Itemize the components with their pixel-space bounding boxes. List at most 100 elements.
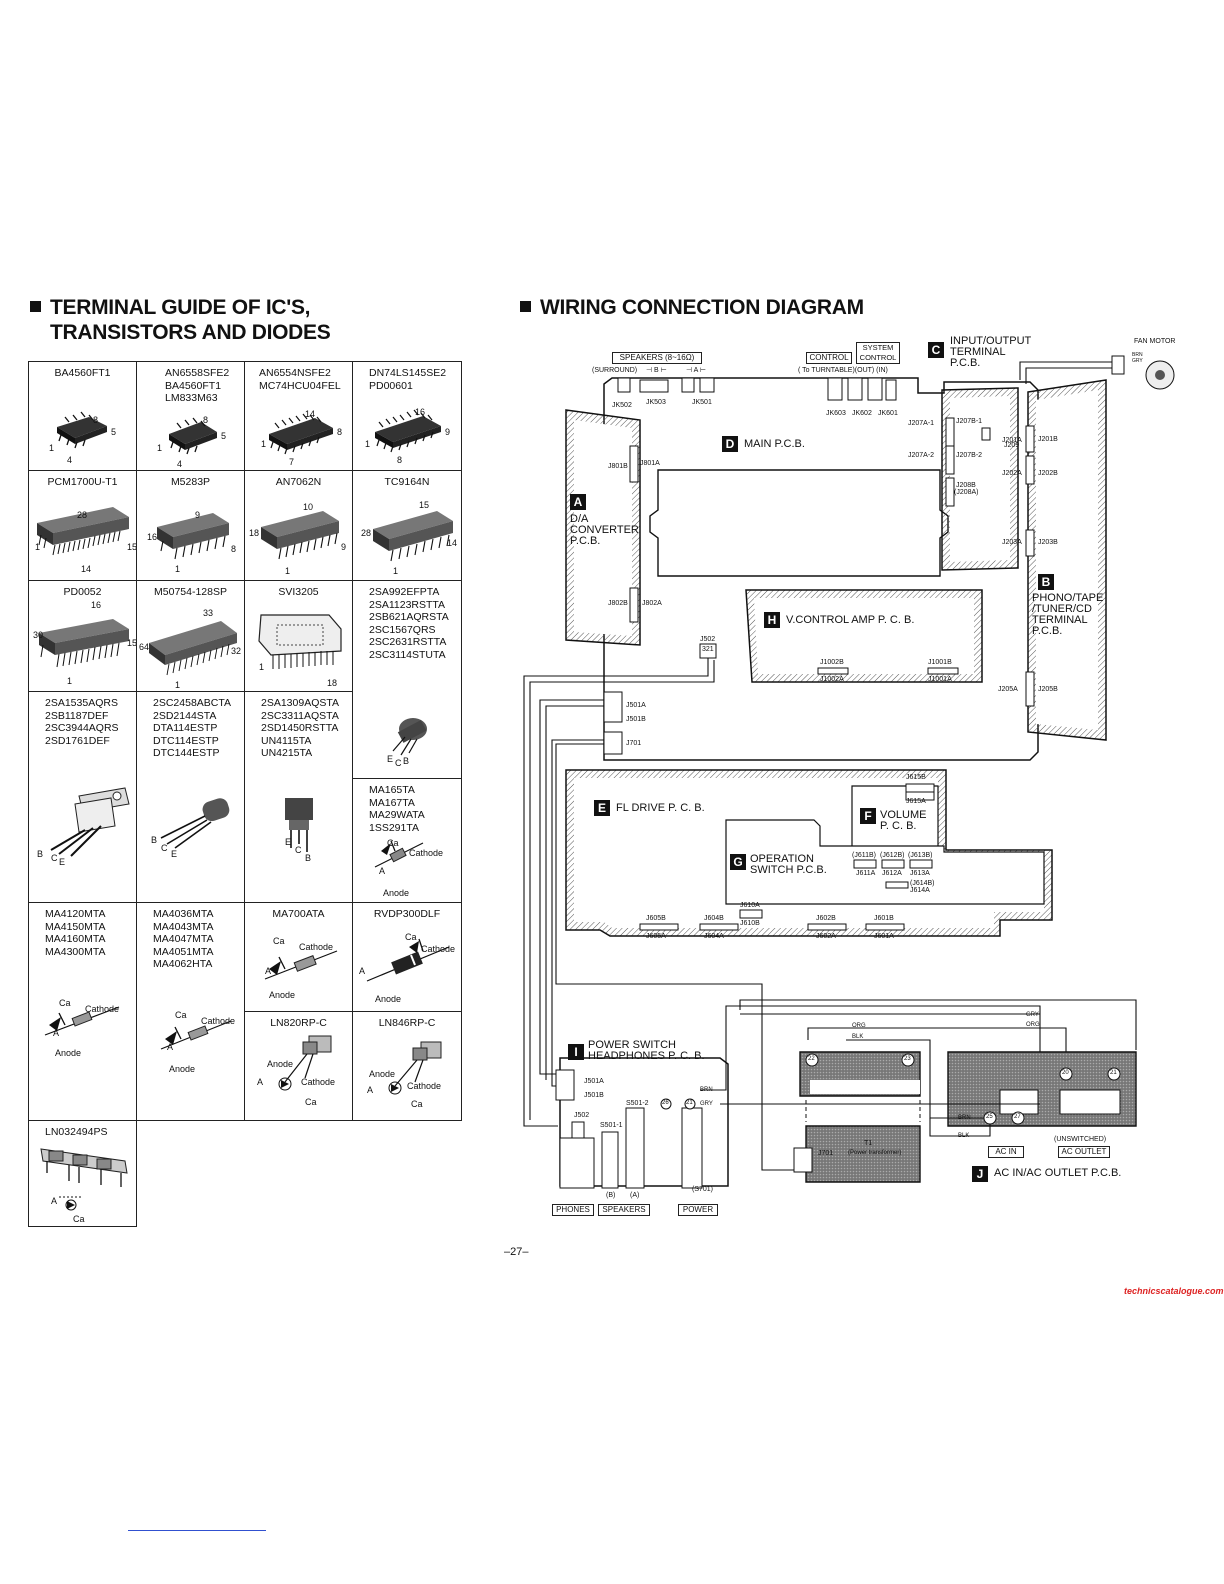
mini-transistor-icon (285, 798, 313, 852)
j205a-label: J205A (998, 686, 1018, 693)
cell-an6554nsfe2: AN6554NSFE2 MC74HCU04FEL 14 8 1 7 (244, 361, 353, 471)
j1001a-label: J1001A (928, 676, 952, 683)
j209-label: J209 (1004, 442, 1020, 449)
board-i-label: POWER SWITCH HEADPHONES P. C. B. (588, 1039, 705, 1062)
board-i-badge: I (568, 1044, 584, 1060)
cell-ma4036mta: MA4036MTA MA4043MTA MA4047MTA MA4051MTA … (136, 902, 245, 1121)
j801b-label: J801B (608, 463, 628, 470)
terminal-20-label: 20 (1062, 1070, 1069, 1076)
j605a-label: J605A (646, 933, 666, 940)
led-icon (278, 1035, 332, 1091)
j501b-label: J501B (626, 716, 646, 723)
control-label: CONTROL (806, 352, 852, 364)
terminal-23-label: 23 (904, 1056, 911, 1062)
smd8-package-icon (169, 417, 217, 455)
j614b-label: (J614B) (910, 880, 935, 887)
jk503-label: JK503 (646, 399, 666, 406)
board-h-label: V.CONTROL AMP P. C. B. (786, 614, 915, 626)
board-d-label: MAIN P.C.B. (744, 438, 805, 450)
cell-ln820rp-c: LN820RP-C Anode A Cathode Ca (244, 1011, 353, 1121)
org-wire-label-1: ORG (852, 1023, 866, 1029)
org-wire-label-2: ORG (1026, 1022, 1040, 1028)
t1-label: T1 (864, 1140, 873, 1147)
j605b-label: J605B (646, 915, 666, 922)
cell-ma4120mta: MA4120MTA MA4150MTA MA4160MTA MA4300MTA … (28, 902, 137, 1121)
brn-wire-label-2: BRN (958, 1115, 971, 1121)
j802a-label: J802A (642, 600, 662, 607)
cell-dn74ls145se2: DN74LS145SE2 PD00601 16 9 1 8 (352, 361, 462, 471)
cell-an7062n: AN7062N 10 18 9 1 (244, 470, 353, 581)
jk502-label: JK502 (612, 402, 632, 409)
j208a-label: (J208A) (954, 489, 979, 496)
j612b-label: (J612B) (880, 852, 905, 859)
diode-icon (374, 840, 424, 868)
s501-2-label: S501-2 (626, 1100, 649, 1107)
j613a-label: J613A (910, 870, 930, 877)
jk602-label: JK602 (852, 410, 872, 417)
j701-transformer-label: J701 (818, 1150, 834, 1157)
j1002a-label: J1002A (820, 676, 844, 683)
board-d-badge: D (722, 436, 738, 452)
terminal-21-label: 21 (686, 1100, 693, 1106)
dip18-package-icon (261, 511, 339, 560)
to220-transistor-icon (50, 787, 130, 857)
board-h-badge: H (764, 612, 780, 628)
hybrid-ic-package-icon (258, 614, 342, 669)
fan-motor-label: FAN MOTOR (1134, 338, 1176, 345)
to92-transistor-icon (392, 718, 427, 756)
j201b-label: J201B (1038, 436, 1058, 443)
j611b-label: (J611B) (852, 852, 876, 859)
cell-2sa1309: 2SA1309AQSTA 2SC3311AQSTA 2SD1450RSTTA U… (244, 691, 353, 903)
zener-diode-icon (160, 1020, 232, 1050)
terminal-22-label: 22 (808, 1056, 815, 1062)
system-control-label: SYSTEM CONTROL (856, 342, 900, 364)
switch-a-label: (A) (630, 1192, 640, 1199)
blk-wire-label-1: BLK (852, 1034, 864, 1040)
terminal-27-label: 27 (1014, 1114, 1021, 1120)
terminal-25-label: 25 (986, 1114, 993, 1120)
phones-label: PHONES (552, 1204, 594, 1216)
board-f-label: VOLUME P. C. B. (880, 809, 927, 832)
page-number: –27– (504, 1246, 529, 1258)
j501a-label: J501A (626, 702, 646, 709)
jk501-label: JK501 (692, 399, 712, 406)
cell-tc9164n: TC9164N 15 28 14 1 (352, 470, 462, 581)
i-j502-label: J502 (574, 1112, 590, 1119)
board-f-badge: F (860, 808, 876, 824)
to92-transistor-icon (160, 798, 230, 849)
cell-an6558sfe2: AN6558SFE2 BA4560FT1 LM833M63 8 5 1 4 (136, 361, 245, 471)
dip16-package-icon (157, 513, 229, 560)
j601b-label: J601B (874, 915, 894, 922)
smd8-package-icon (57, 411, 107, 449)
speaker-b-label: ⊣ B ⊢ (646, 367, 667, 374)
terminal-guide-grid: BA4560FT1 8 5 1 4 AN6558SFE2 BA4560FT1 L… (28, 361, 462, 1227)
j615b-label: J615B (906, 774, 926, 781)
cell-ma700ata: MA700ATA Ca Cathode A Anode (244, 902, 353, 1012)
j1002b-label: J1002B (820, 659, 844, 666)
j203b-label: J203B (1038, 539, 1058, 546)
fan-brn-label: BRN (1132, 352, 1143, 358)
j201a-label: J201A (1002, 437, 1022, 444)
j205b-label: J205B (1038, 686, 1058, 693)
blk-wire-label-2: BLK (958, 1133, 970, 1139)
smd14-package-icon (269, 413, 333, 455)
cell-m50754: M50754-128SP 33 64 32 1 (136, 580, 245, 692)
cell-2sa1535: 2SA1535AQRS 2SB1187DEF 2SC3944AQRS 2SD17… (28, 691, 137, 903)
bullet-square-icon (520, 301, 531, 312)
j601a-label: J601A (874, 933, 894, 940)
j207b1-label: J207B-1 (956, 418, 983, 425)
j502-pins-label: 321 (702, 646, 714, 653)
j502-top-label: J502 (700, 636, 716, 643)
j614a-label: J614A (910, 887, 930, 894)
j203a-label: J203A (1002, 539, 1022, 546)
jk601-label: JK601 (878, 410, 898, 417)
j602b-label: J602B (816, 915, 836, 922)
fan-gry-label: GRY (1132, 358, 1143, 364)
board-e-label: FL DRIVE P. C. B. (616, 802, 705, 814)
board-j-badge: J (972, 1166, 988, 1182)
power-switch-label: POWER (678, 1204, 718, 1216)
ac-in-label: AC IN (988, 1146, 1024, 1158)
j604a-label: J604A (704, 933, 724, 940)
cell-ma165ta: MA165TA MA167TA MA29WATA 1SS291TA Ca Cat… (352, 778, 462, 903)
